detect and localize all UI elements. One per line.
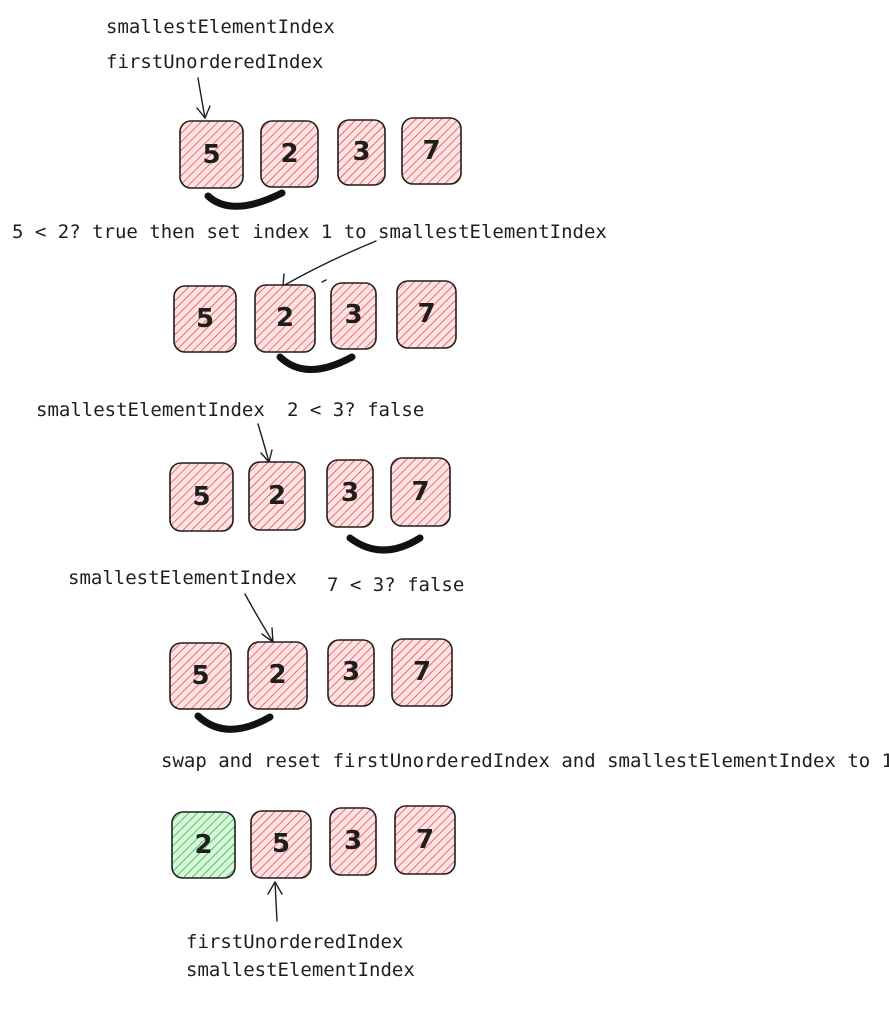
step-4-box-3: 7 bbox=[391, 638, 453, 707]
step-2-box-2-value: 3 bbox=[344, 300, 362, 330]
step-2-pointer-arrow bbox=[282, 240, 377, 287]
step-4-box-1: 2 bbox=[247, 641, 308, 710]
step-4-box-3-value: 7 bbox=[413, 657, 431, 687]
step-1-box-1-value: 2 bbox=[280, 139, 298, 169]
step-1-box-0: 5 bbox=[179, 120, 244, 189]
step-2-box-3: 7 bbox=[396, 280, 457, 349]
step-4-box-0-value: 5 bbox=[191, 661, 209, 691]
step-5-box-3-value: 7 bbox=[416, 825, 434, 855]
step-4-box-1-value: 2 bbox=[268, 660, 286, 690]
step-4-smallest-label: smallestElementIndex bbox=[68, 567, 297, 589]
step-3-compare-bracket bbox=[346, 534, 424, 554]
step-3-pointer-arrow bbox=[257, 423, 273, 463]
step-1-box-3-value: 7 bbox=[422, 136, 440, 166]
step-4-box-0: 5 bbox=[169, 642, 232, 710]
step-3-box-1-value: 2 bbox=[268, 481, 286, 511]
step-2-box-1-value: 2 bbox=[276, 303, 294, 333]
step-3-box-0-value: 5 bbox=[192, 482, 210, 512]
step-4-comparison-text: 7 < 3? false bbox=[327, 574, 464, 596]
step-3-box-3: 7 bbox=[390, 457, 451, 527]
step-2-box-2: 3 bbox=[330, 282, 377, 350]
step-3-box-3-value: 7 bbox=[411, 477, 429, 507]
step-2-compare-bracket bbox=[276, 353, 356, 373]
step-1: smallestElementIndex firstUnorderedIndex… bbox=[12, 16, 607, 243]
step-3: smallestElementIndex 2 < 3? false 5 2 3 … bbox=[36, 399, 451, 554]
step-1-first-unordered-label: firstUnorderedIndex bbox=[106, 51, 323, 73]
step-5-box-3: 7 bbox=[394, 805, 456, 875]
step-1-smallest-label: smallestElementIndex bbox=[106, 16, 335, 38]
step-5-box-1-value: 5 bbox=[272, 829, 290, 859]
step-4-pointer-arrow bbox=[244, 593, 274, 643]
step-3-box-1: 2 bbox=[248, 461, 306, 531]
step-4-swap-text: swap and reset firstUnorderedIndex and s… bbox=[161, 750, 889, 772]
step-3-box-0: 5 bbox=[169, 462, 234, 532]
step-2-box-0: 5 bbox=[173, 285, 237, 353]
step-1-compare-bracket bbox=[204, 189, 286, 210]
step-1-pointer-arrow bbox=[196, 77, 211, 119]
step-5-box-1: 5 bbox=[250, 810, 312, 879]
step-5-pointer-arrow bbox=[267, 881, 283, 922]
step-1-box-3: 7 bbox=[401, 117, 462, 185]
step-5: 2 5 3 7 firstUnorderedIndex smallestElem… bbox=[171, 805, 456, 981]
step-4-box-2-value: 3 bbox=[342, 657, 360, 687]
step-1-box-0-value: 5 bbox=[202, 140, 220, 170]
step-1-box-1: 2 bbox=[260, 120, 319, 188]
step-3-comparison-text: 2 < 3? false bbox=[287, 399, 424, 421]
step-6-first-unordered-label: firstUnorderedIndex bbox=[186, 931, 403, 953]
step-6-smallest-label: smallestElementIndex bbox=[186, 959, 415, 981]
step-2-box-0-value: 5 bbox=[196, 304, 214, 334]
step-2: 5 2 3 7 bbox=[173, 240, 457, 373]
step-4-compare-bracket bbox=[194, 712, 274, 733]
step-1-comparison-text: 5 < 2? true then set index 1 to smallest… bbox=[12, 221, 607, 243]
step-5-box-2: 3 bbox=[329, 807, 377, 876]
step-2-box-3-value: 7 bbox=[417, 299, 435, 329]
step-3-box-2: 3 bbox=[326, 459, 374, 528]
step-2-box-1: 2 bbox=[254, 284, 316, 353]
step-5-box-0-value: 2 bbox=[194, 830, 212, 860]
step-4: smallestElementIndex 7 < 3? false 5 2 3 … bbox=[68, 567, 889, 772]
step-1-box-2: 3 bbox=[337, 119, 386, 186]
step-5-box-2-value: 3 bbox=[344, 826, 362, 856]
step-1-box-2-value: 3 bbox=[352, 137, 370, 167]
step-3-smallest-label: smallestElementIndex bbox=[36, 399, 265, 421]
step-5-box-0: 2 bbox=[171, 811, 236, 879]
step-3-box-2-value: 3 bbox=[341, 478, 359, 508]
step-4-box-2: 3 bbox=[327, 639, 375, 707]
